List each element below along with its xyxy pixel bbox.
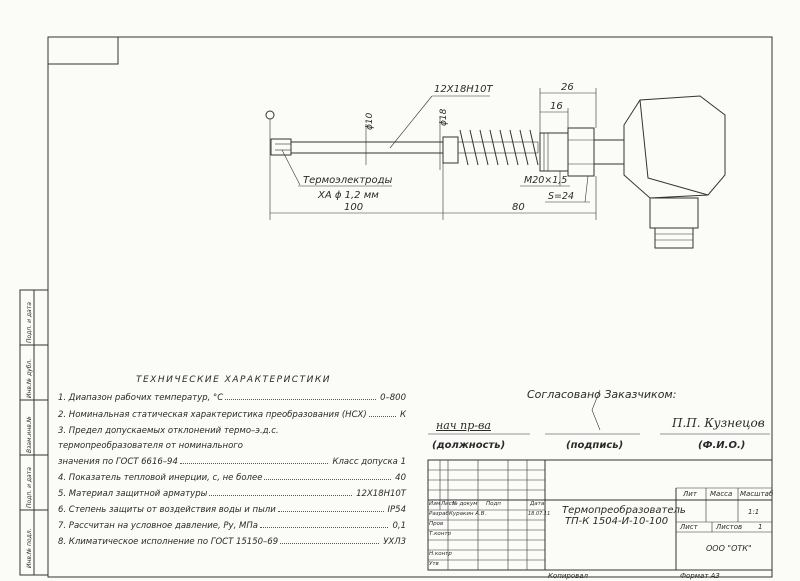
side-label-3: Взам.инв.№: [26, 416, 33, 453]
spec-item: 7. Рассчитан на условное давление, Ру, М…: [58, 521, 406, 531]
approval-position-handwritten: нач пр-ва: [436, 419, 491, 432]
spec-item-value: 12Х18Н10Т: [356, 489, 406, 499]
spec-item-text: 5. Материал защитной арматуры: [58, 489, 208, 499]
tb-company: ООО "ОТК": [706, 544, 752, 553]
spec-item: 8. Климатическое исполнение по ГОСТ 1515…: [58, 537, 406, 547]
tb-row-razrab: Разраб: [429, 511, 449, 517]
spec-item-leader: [225, 399, 377, 400]
spec-item: 4. Показатель тепловой инерции, с, не бо…: [58, 473, 406, 483]
tb-sheets-label: Листов: [716, 523, 743, 531]
spec-item-leader: [209, 495, 353, 496]
tb-scale-value: 1:1: [748, 508, 760, 516]
probe-tip: [270, 138, 292, 156]
spec-item-value: 40: [395, 473, 406, 483]
dim-diameter-18: ϕ18: [439, 108, 449, 126]
sheath-tube: [290, 141, 444, 154]
connection-head: [623, 95, 726, 249]
spec-item-value: IP54: [387, 505, 406, 515]
spec-item: 2. Номинальная статическая характеристик…: [58, 410, 406, 420]
spec-item-value: К: [399, 410, 406, 420]
dim-thread: М20×1,5: [524, 175, 567, 186]
tb-mass-label: Масса: [710, 490, 733, 498]
specs-title: ТЕХНИЧЕСКИЕ ХАРАКТЕРИСТИКИ: [136, 375, 331, 385]
tb-designation: ТП-К 1504-И-10-100: [565, 516, 669, 527]
tb-row-utv: Утв: [429, 561, 439, 567]
tb-col-izm: Изм: [429, 501, 441, 507]
spec-item-leader: [368, 416, 396, 417]
side-label-4: Подп. и дата: [26, 467, 33, 508]
tb-name: Термопреобразователь: [562, 505, 686, 516]
signature-mark: [591, 389, 601, 431]
spec-item-text: термопреобразователя от номинального: [58, 441, 243, 451]
collar: [442, 136, 459, 164]
spec-item-text: 6. Степень защиты от воздействия воды и …: [58, 505, 276, 515]
spec-item: 5. Материал защитной арматуры 12Х18Н10Т: [58, 489, 406, 499]
spec-item: 6. Степень защиты от воздействия воды и …: [58, 505, 406, 515]
spec-item-value: 0,1: [392, 521, 406, 531]
dim-80: 80: [512, 202, 525, 213]
spec-item-text: 2. Номинальная статическая характеристик…: [58, 410, 367, 420]
dim-diameter-10: ϕ10: [365, 112, 375, 130]
side-label-2: Инв.№ дубл.: [26, 359, 33, 398]
spec-item: значения по ГОСТ 6616–94 Класс допуска 1: [58, 457, 406, 467]
tb-copied: Копировал: [548, 572, 588, 580]
tb-razrab-date: 18.07.11: [528, 511, 551, 517]
dim-16: 16: [550, 101, 563, 112]
tb-razrab-name: Куракин А.В.: [449, 511, 487, 517]
tb-col-doc: № докум: [452, 501, 478, 507]
material-label: 12Х18Н10Т: [434, 84, 494, 95]
tb-lit-label: Лит: [683, 490, 697, 498]
tb-scale-label: Масштаб: [740, 490, 774, 498]
tb-col-date: Дата: [530, 501, 545, 507]
hex-nut: [567, 127, 595, 177]
spec-item-leader: [179, 463, 328, 464]
spec-item: 1. Диапазон рабочих температур, °С 0–800: [58, 393, 406, 403]
spring: [457, 129, 539, 166]
dim-hex: S=24: [548, 191, 574, 202]
thermoelectrodes-label: Термоэлектроды: [303, 175, 393, 186]
spec-item-leader: [277, 511, 384, 512]
spec-item: 3. Предел допускаемых отклонений термо–э…: [58, 426, 406, 436]
dim-26: 26: [561, 82, 574, 93]
spec-item-text: 7. Рассчитан на условное давление, Ру, М…: [58, 521, 258, 531]
approval-name-handwritten: П.П. Кузнецов: [672, 416, 765, 430]
title-block: [427, 459, 773, 571]
approval-position-label: (должность): [432, 440, 506, 451]
tb-row-nkontr: Н.контр: [429, 551, 452, 557]
side-label-5: Инв.№ подл.: [26, 528, 33, 568]
approval-name-label: (Ф.И.О.): [698, 440, 746, 451]
spec-item-text: значения по ГОСТ 6616–94: [58, 457, 178, 467]
spec-item: термопреобразователя от номинального: [58, 441, 406, 451]
thermoelectrodes-spec: ХА ϕ 1,2 мм: [317, 190, 379, 201]
approval-signature-label: (подпись): [566, 440, 624, 451]
spec-item-leader: [280, 543, 380, 544]
spec-item-value: 0–800: [380, 393, 406, 403]
spec-item-value: УХЛ3: [383, 537, 406, 547]
spec-item-leader: [264, 479, 392, 480]
spec-item-text: 8. Климатическое исполнение по ГОСТ 1515…: [58, 537, 279, 547]
tb-row-prov: Пров: [429, 521, 444, 527]
tb-sheets-value: 1: [758, 523, 763, 531]
dim-100: 100: [344, 202, 363, 213]
tb-format: Формат А3: [680, 572, 720, 580]
tb-col-sign: Подп: [486, 501, 501, 507]
side-label-1: Подп. и дата: [26, 302, 33, 343]
probe-tip-marker: [265, 110, 275, 120]
tb-sheet-label: Лист: [680, 523, 698, 531]
spec-item-text: 4. Показатель тепловой инерции, с, не бо…: [58, 473, 263, 483]
tb-col-list: Лист: [441, 501, 455, 507]
approval-heading: Согласовано Заказчиком:: [527, 388, 677, 401]
spec-item-text: 3. Предел допускаемых отклонений термо–э…: [58, 426, 279, 436]
spec-item-text: 1. Диапазон рабочих температур, °С: [58, 393, 224, 403]
spec-item-leader: [259, 527, 388, 528]
spec-item-value: Класс допуска 1: [332, 457, 406, 467]
tb-row-tkontr: Т.контр: [429, 531, 452, 537]
